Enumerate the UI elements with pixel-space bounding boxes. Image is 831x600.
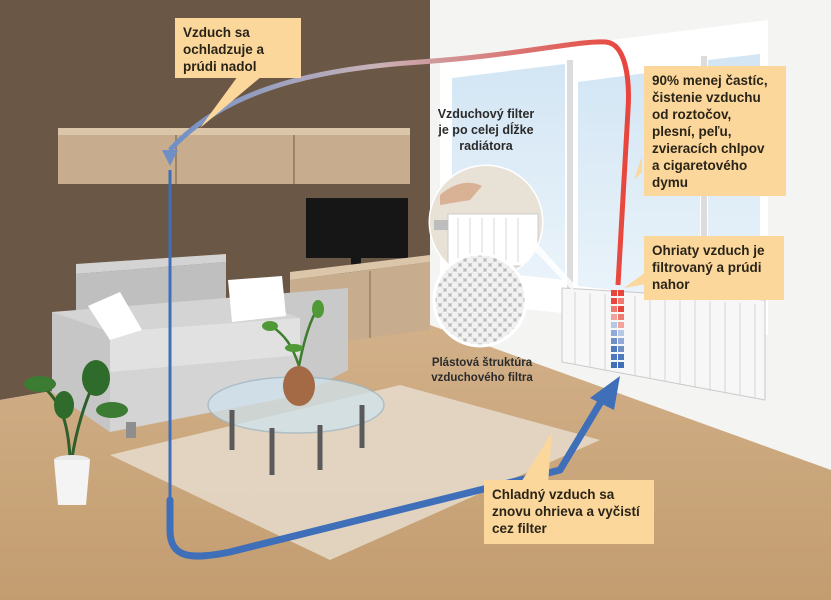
callout-line: plesní, peľu, bbox=[652, 124, 732, 139]
callout-particles: 90% menej častíc, čistenie vzduchu od ro… bbox=[644, 66, 786, 196]
cold-air-pointer bbox=[520, 432, 552, 484]
callout-line: a cigaretového bbox=[652, 158, 748, 173]
label-line: Plástová štruktúra bbox=[431, 357, 533, 369]
callout-line: Chladný vzduch sa bbox=[492, 487, 615, 502]
callout-line: dymu bbox=[652, 175, 689, 190]
callout-cool-air: Vzduch sa ochladzuje a prúdi nadol bbox=[175, 18, 301, 78]
callout-line: od roztočov, bbox=[652, 107, 732, 122]
label-filter-length: Vzduchový filter je po celej dĺžke radiá… bbox=[420, 106, 552, 154]
magnifier-filter bbox=[432, 252, 528, 348]
callout-line: cez filter bbox=[492, 521, 547, 536]
callout-line: filtrovaný a prúdi bbox=[652, 260, 762, 275]
cool-air-pointer bbox=[200, 76, 262, 128]
cold-air-arrowhead bbox=[590, 376, 620, 410]
label-line: Vzduchový filter bbox=[437, 107, 535, 121]
callout-line: zvieracích chlpov bbox=[652, 141, 765, 156]
label-line: radiátora bbox=[459, 139, 513, 153]
cold-air-flow bbox=[166, 386, 612, 560]
vase-plant bbox=[262, 300, 324, 406]
magnifier-pointer bbox=[530, 240, 576, 290]
warm-air-flow bbox=[168, 39, 631, 286]
callout-line: 90% menej častíc, bbox=[652, 73, 768, 88]
particles-pointer bbox=[634, 156, 642, 180]
label-filter-structure: Plástová štruktúra vzduchového filtra bbox=[414, 356, 550, 386]
label-line: vzduchového filtra bbox=[431, 372, 533, 384]
callout-line: čistenie vzduchu bbox=[652, 90, 761, 105]
label-line: je po celej dĺžke bbox=[438, 123, 534, 137]
potted-plant bbox=[24, 360, 128, 505]
down-arrowhead bbox=[162, 150, 178, 166]
callout-heated-air: Ohriaty vzduch je filtrovaný a prúdi nah… bbox=[644, 236, 784, 300]
wall-cabinet bbox=[58, 128, 410, 184]
callout-line: ochladzuje a bbox=[183, 42, 265, 57]
callout-cold-air: Chladný vzduch sa znovu ohrieva a vyčist… bbox=[484, 480, 654, 544]
callout-line: znovu ohrieva a vyčistí bbox=[492, 504, 640, 519]
callout-line: Ohriaty vzduch je bbox=[652, 243, 765, 258]
callout-line: Vzduch sa bbox=[183, 25, 250, 40]
callout-line: prúdi nadol bbox=[183, 59, 257, 74]
callout-line: nahor bbox=[652, 277, 690, 292]
airflow-squares bbox=[611, 290, 624, 368]
heated-air-pointer bbox=[624, 272, 646, 288]
